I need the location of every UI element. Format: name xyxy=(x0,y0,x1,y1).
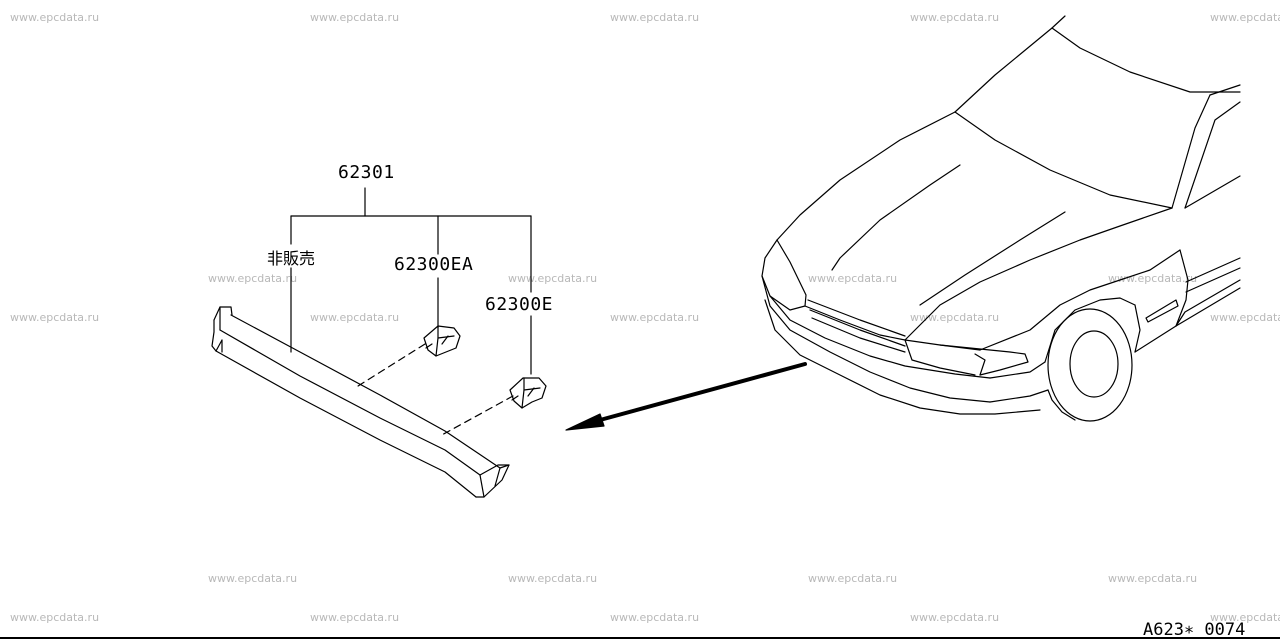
front-spoiler-part xyxy=(211,306,510,498)
watermark: www.epcdata.ru xyxy=(1210,311,1280,324)
watermark: www.epcdata.ru xyxy=(910,311,1000,324)
watermark: www.epcdata.ru xyxy=(1108,272,1198,285)
watermark: www.epcdata.ru xyxy=(808,572,898,585)
callout-leaders xyxy=(290,187,532,375)
watermark: www.epcdata.ru xyxy=(208,272,298,285)
watermark: www.epcdata.ru xyxy=(610,311,700,324)
watermark: www.epcdata.ru xyxy=(610,611,700,624)
car-illustration xyxy=(761,15,1241,422)
part-number-62301: 62301 xyxy=(338,162,395,183)
watermark: www.epcdata.ru xyxy=(10,311,100,324)
watermark: www.epcdata.ru xyxy=(10,611,100,624)
watermark: www.epcdata.ru xyxy=(910,611,1000,624)
clip-ea xyxy=(423,325,461,357)
watermark: www.epcdata.ru xyxy=(310,611,400,624)
location-arrow xyxy=(565,362,807,431)
part-number-62300ea: 62300EA xyxy=(394,254,474,275)
clip-e xyxy=(509,377,547,409)
watermark: www.epcdata.ru xyxy=(610,11,700,24)
watermark: www.epcdata.ru xyxy=(1210,611,1280,624)
install-dash-lines xyxy=(357,343,514,437)
diagram-code: A623∗ 0074 xyxy=(1143,620,1246,640)
watermark: www.epcdata.ru xyxy=(208,572,298,585)
watermark: www.epcdata.ru xyxy=(910,11,1000,24)
not-for-sale-label: 非販売 xyxy=(267,249,316,268)
watermark: www.epcdata.ru xyxy=(808,272,898,285)
watermark: www.epcdata.ru xyxy=(10,11,100,24)
watermark: www.epcdata.ru xyxy=(310,11,400,24)
watermark: www.epcdata.ru xyxy=(310,311,400,324)
watermark: www.epcdata.ru xyxy=(508,272,598,285)
part-number-62300e: 62300E xyxy=(485,294,554,315)
watermark: www.epcdata.ru xyxy=(508,572,598,585)
watermark: www.epcdata.ru xyxy=(1108,572,1198,585)
watermark: www.epcdata.ru xyxy=(1210,11,1280,24)
